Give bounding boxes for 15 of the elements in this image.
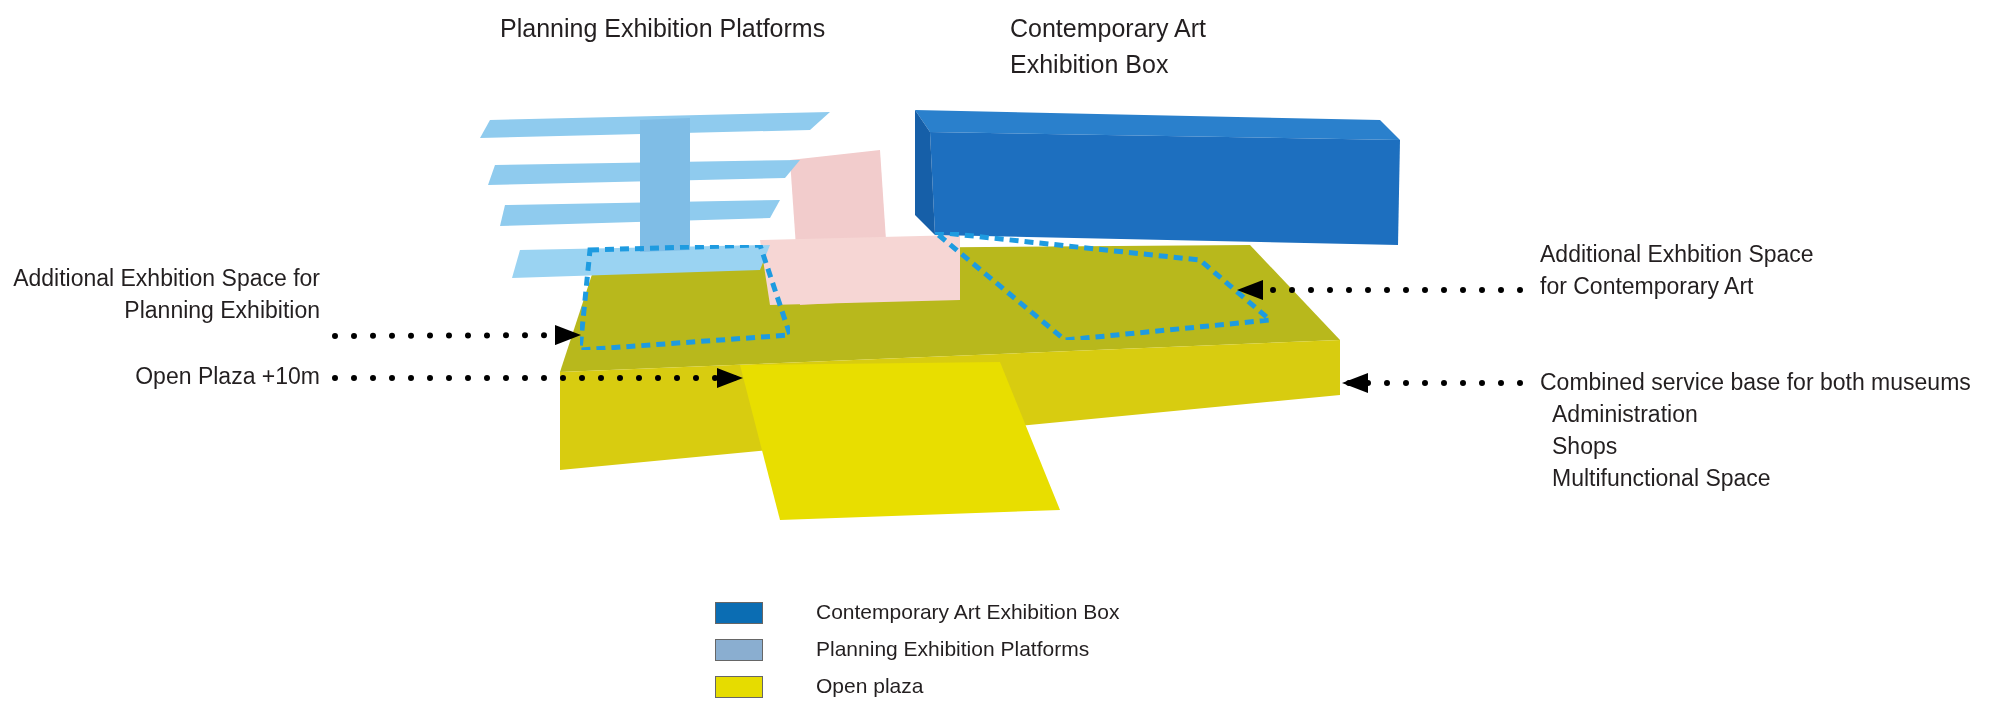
dashed-outline [935, 232, 1270, 340]
legend-text: Planning Exhibition Platforms [816, 636, 1090, 662]
dashed-outline [580, 245, 790, 350]
list-item-text: Multifunctional Space [1551, 464, 1772, 493]
list-item-text: Administration [1551, 400, 1699, 429]
list-item-text: Shops [1551, 432, 1619, 461]
annotation-text: Combined service base for both museums [1540, 368, 1971, 397]
annotation-text: Open Plaza +10m [135, 360, 320, 392]
legend-text: Contemporary Art Exhibition Box [816, 599, 1120, 625]
heading-label: Contemporary Art Exhibition Box [1010, 13, 1207, 80]
heading-label: Planning Exhibition Platforms [500, 13, 826, 44]
plaza-ramp [740, 362, 1060, 520]
legend-text: Open plaza [816, 673, 924, 699]
annotation-text: Additional Exhbition Space for Planning Exhibition [0, 262, 320, 326]
annotation-text: Additional Exhbition Space for Contemporary Art [1540, 238, 1840, 302]
